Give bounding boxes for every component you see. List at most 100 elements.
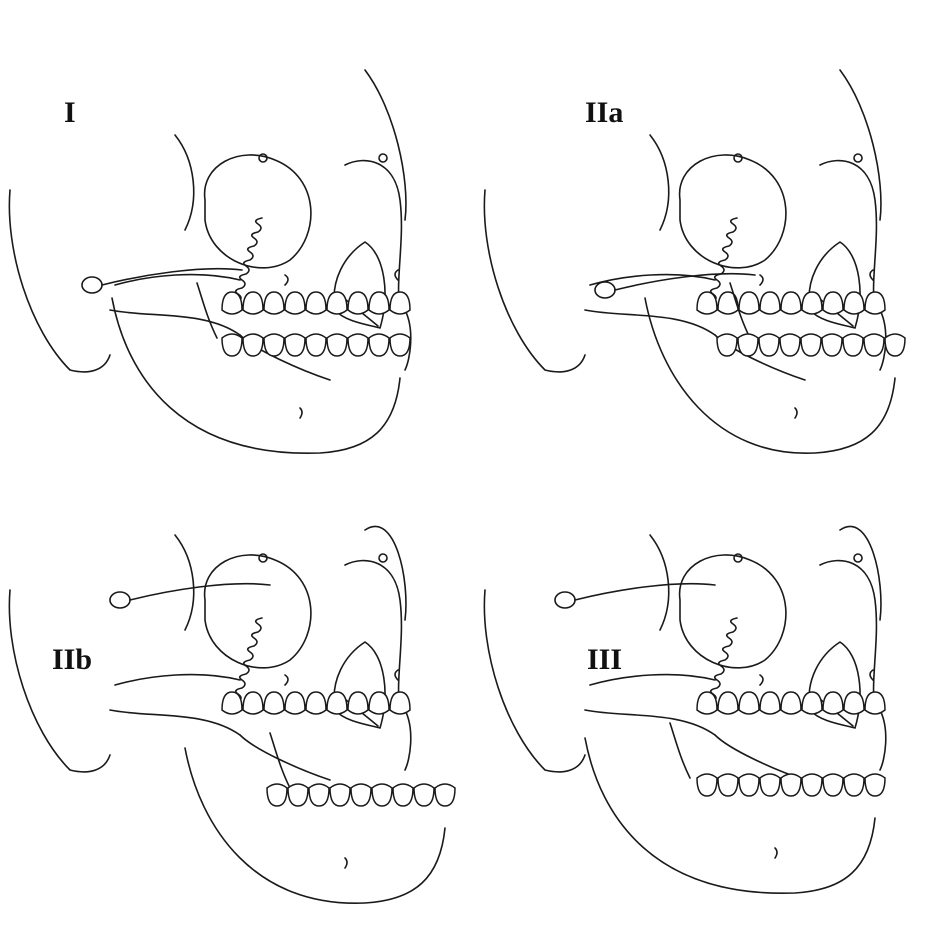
skull-drawing [475,0,949,474]
upper-tooth [222,692,242,714]
upper-tooth [243,692,263,714]
temporal-line [650,135,669,230]
nasal-bone [345,161,401,310]
cranium-outline [484,590,585,772]
nasion-notch [379,154,387,162]
zygomatic-arch-lower [110,710,240,735]
upper-tooth [390,692,410,714]
upper-tooth [739,692,759,714]
supraorbital-notch [259,154,267,162]
lower-tooth [285,334,305,356]
skull-outline [484,70,885,380]
lower-tooth [802,774,822,796]
zygomatic-suture [711,218,737,302]
upper-tooth [264,292,284,314]
external-auditory-meatus [595,282,615,298]
lower-tooth [823,774,843,796]
mental-foramen [345,858,347,868]
upper-tooth [697,692,717,714]
skull-panel-iii: III [475,475,949,949]
upper-tooth [739,292,759,314]
nasal-aperture [334,242,385,328]
upper-tooth [327,292,347,314]
lower-tooth [264,334,284,356]
upper-tooth [285,692,305,714]
lower-tooth [864,334,884,356]
upper-tooth [781,692,801,714]
lower-tooth [718,774,738,796]
lower-tooth [288,784,308,806]
lower-tooth [885,334,905,356]
nasal-aperture [809,642,860,728]
nasal-bone [820,561,876,710]
lower-tooth [309,784,329,806]
lower-tooth [738,334,758,356]
lower-tooth [822,334,842,356]
orbit [680,155,786,268]
supraorbital-notch [734,154,742,162]
upper-teeth [697,292,885,314]
zygomatic-arch-lower [585,310,715,335]
upper-tooth [718,292,738,314]
upper-tooth [844,692,864,714]
cranium-outline [9,190,110,372]
lower-tooth [844,774,864,796]
panel-label-i: I [64,98,76,128]
lower-tooth [351,784,371,806]
upper-tooth [823,692,843,714]
upper-tooth [369,692,389,714]
supraorbital-notch [734,554,742,562]
nasion-notch [854,154,862,162]
lower-tooth [801,334,821,356]
upper-tooth [264,692,284,714]
cranium-outline [484,190,585,372]
panel-label-iib: IIb [52,645,92,675]
temporal-line [175,135,194,230]
upper-tooth [285,292,305,314]
orbit [680,555,786,668]
upper-tooth [865,292,885,314]
lower-tooth [390,334,410,356]
mandible-outline [585,738,875,893]
zygomatic-arch-upper [590,675,715,685]
skull-drawing [0,475,474,949]
lower-tooth [865,774,885,796]
upper-tooth [348,292,368,314]
zygomatic-arch-lower [585,710,715,735]
nasal-bone [820,161,876,310]
skull-panel-iia: IIa [475,0,949,474]
upper-teeth [222,292,410,314]
lower-tooth [843,334,863,356]
lower-tooth [222,334,242,356]
lower-tooth [306,334,326,356]
lower-tooth [393,784,413,806]
zygomatic-suture [236,218,262,302]
lower-tooth [267,784,287,806]
nasion-notch [379,554,387,562]
upper-tooth [306,292,326,314]
lower-teeth [697,774,885,796]
lower-tooth [739,774,759,796]
mental-foramen [775,848,777,858]
lower-teeth [267,784,455,806]
mental-foramen [795,408,797,418]
skull-panel-iib: IIb [0,475,474,949]
orbit [205,155,311,268]
upper-tooth [306,692,326,714]
upper-tooth [718,692,738,714]
upper-tooth [760,292,780,314]
lower-tooth [348,334,368,356]
supraorbital-notch [259,554,267,562]
upper-tooth [760,692,780,714]
lower-tooth [760,774,780,796]
upper-tooth [369,292,389,314]
lower-tooth [435,784,455,806]
lower-teeth [717,334,905,356]
upper-tooth [327,692,347,714]
mandible [185,733,455,903]
maxilla-front [405,710,411,770]
condylar-process [130,584,270,600]
upper-tooth [697,292,717,314]
ramus-line [670,723,690,778]
mandible-outline [112,298,400,453]
